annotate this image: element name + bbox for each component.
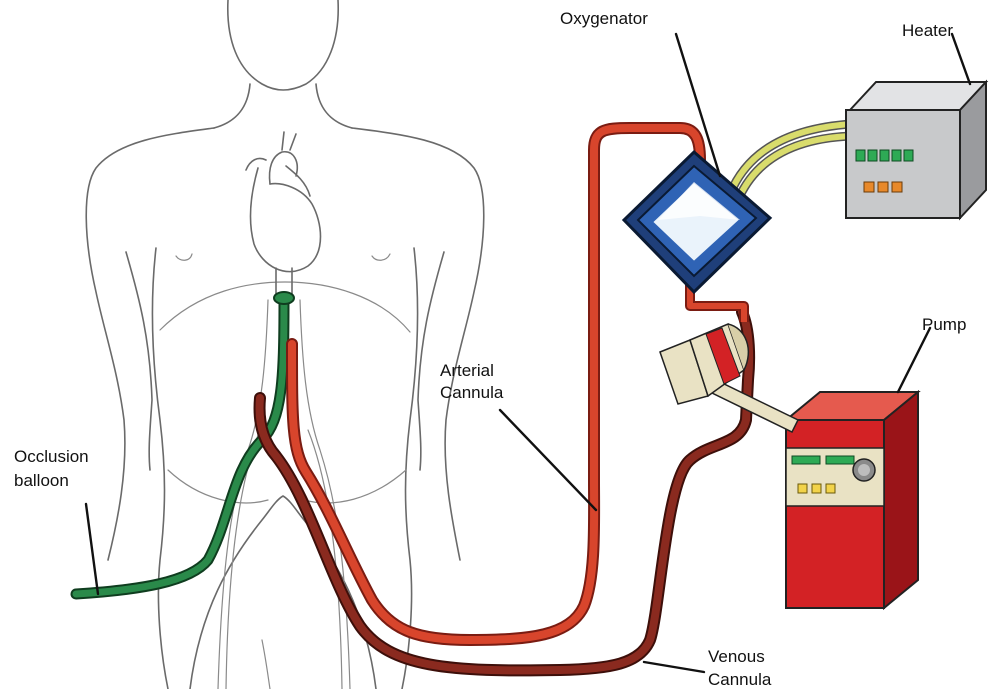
heater-display-1: [856, 150, 865, 161]
occlusion-label-line1: Occlusion: [14, 447, 89, 466]
pump-button-2: [812, 484, 821, 493]
arterial-label-line2: Cannula: [440, 383, 504, 402]
heater-device: [846, 82, 986, 218]
heater-lines: [730, 124, 852, 200]
arterial-label-line1: Arterial: [440, 361, 494, 380]
heater-display-2: [868, 150, 877, 161]
heart-outline-icon: [246, 132, 321, 300]
heater-display-4: [892, 150, 901, 161]
pump-device: [786, 392, 918, 608]
heater-display-5: [904, 150, 913, 161]
occlusion-balloon: [274, 292, 294, 304]
roller-pump-head-icon: [660, 324, 798, 432]
venous-label-line1: Venous: [708, 647, 765, 666]
venous-leader: [644, 662, 704, 672]
pump-leader: [898, 328, 930, 392]
oxygenator: [624, 152, 770, 292]
heater-button-2: [878, 182, 888, 192]
occlusion-label-line2: balloon: [14, 471, 69, 490]
occlusion-leader: [86, 504, 98, 594]
heater-button-1: [864, 182, 874, 192]
heater-leader: [952, 34, 970, 84]
pump-button-3: [826, 484, 835, 493]
venous-label-line2: Cannula: [708, 670, 772, 689]
pump-button-1: [798, 484, 807, 493]
oxygenator-label: Oxygenator: [560, 9, 648, 28]
pump-label: Pump: [922, 315, 966, 334]
heater-label: Heater: [902, 21, 953, 40]
heater-button-3: [892, 182, 902, 192]
arterial-leader: [500, 410, 596, 510]
heater-display-3: [880, 150, 889, 161]
